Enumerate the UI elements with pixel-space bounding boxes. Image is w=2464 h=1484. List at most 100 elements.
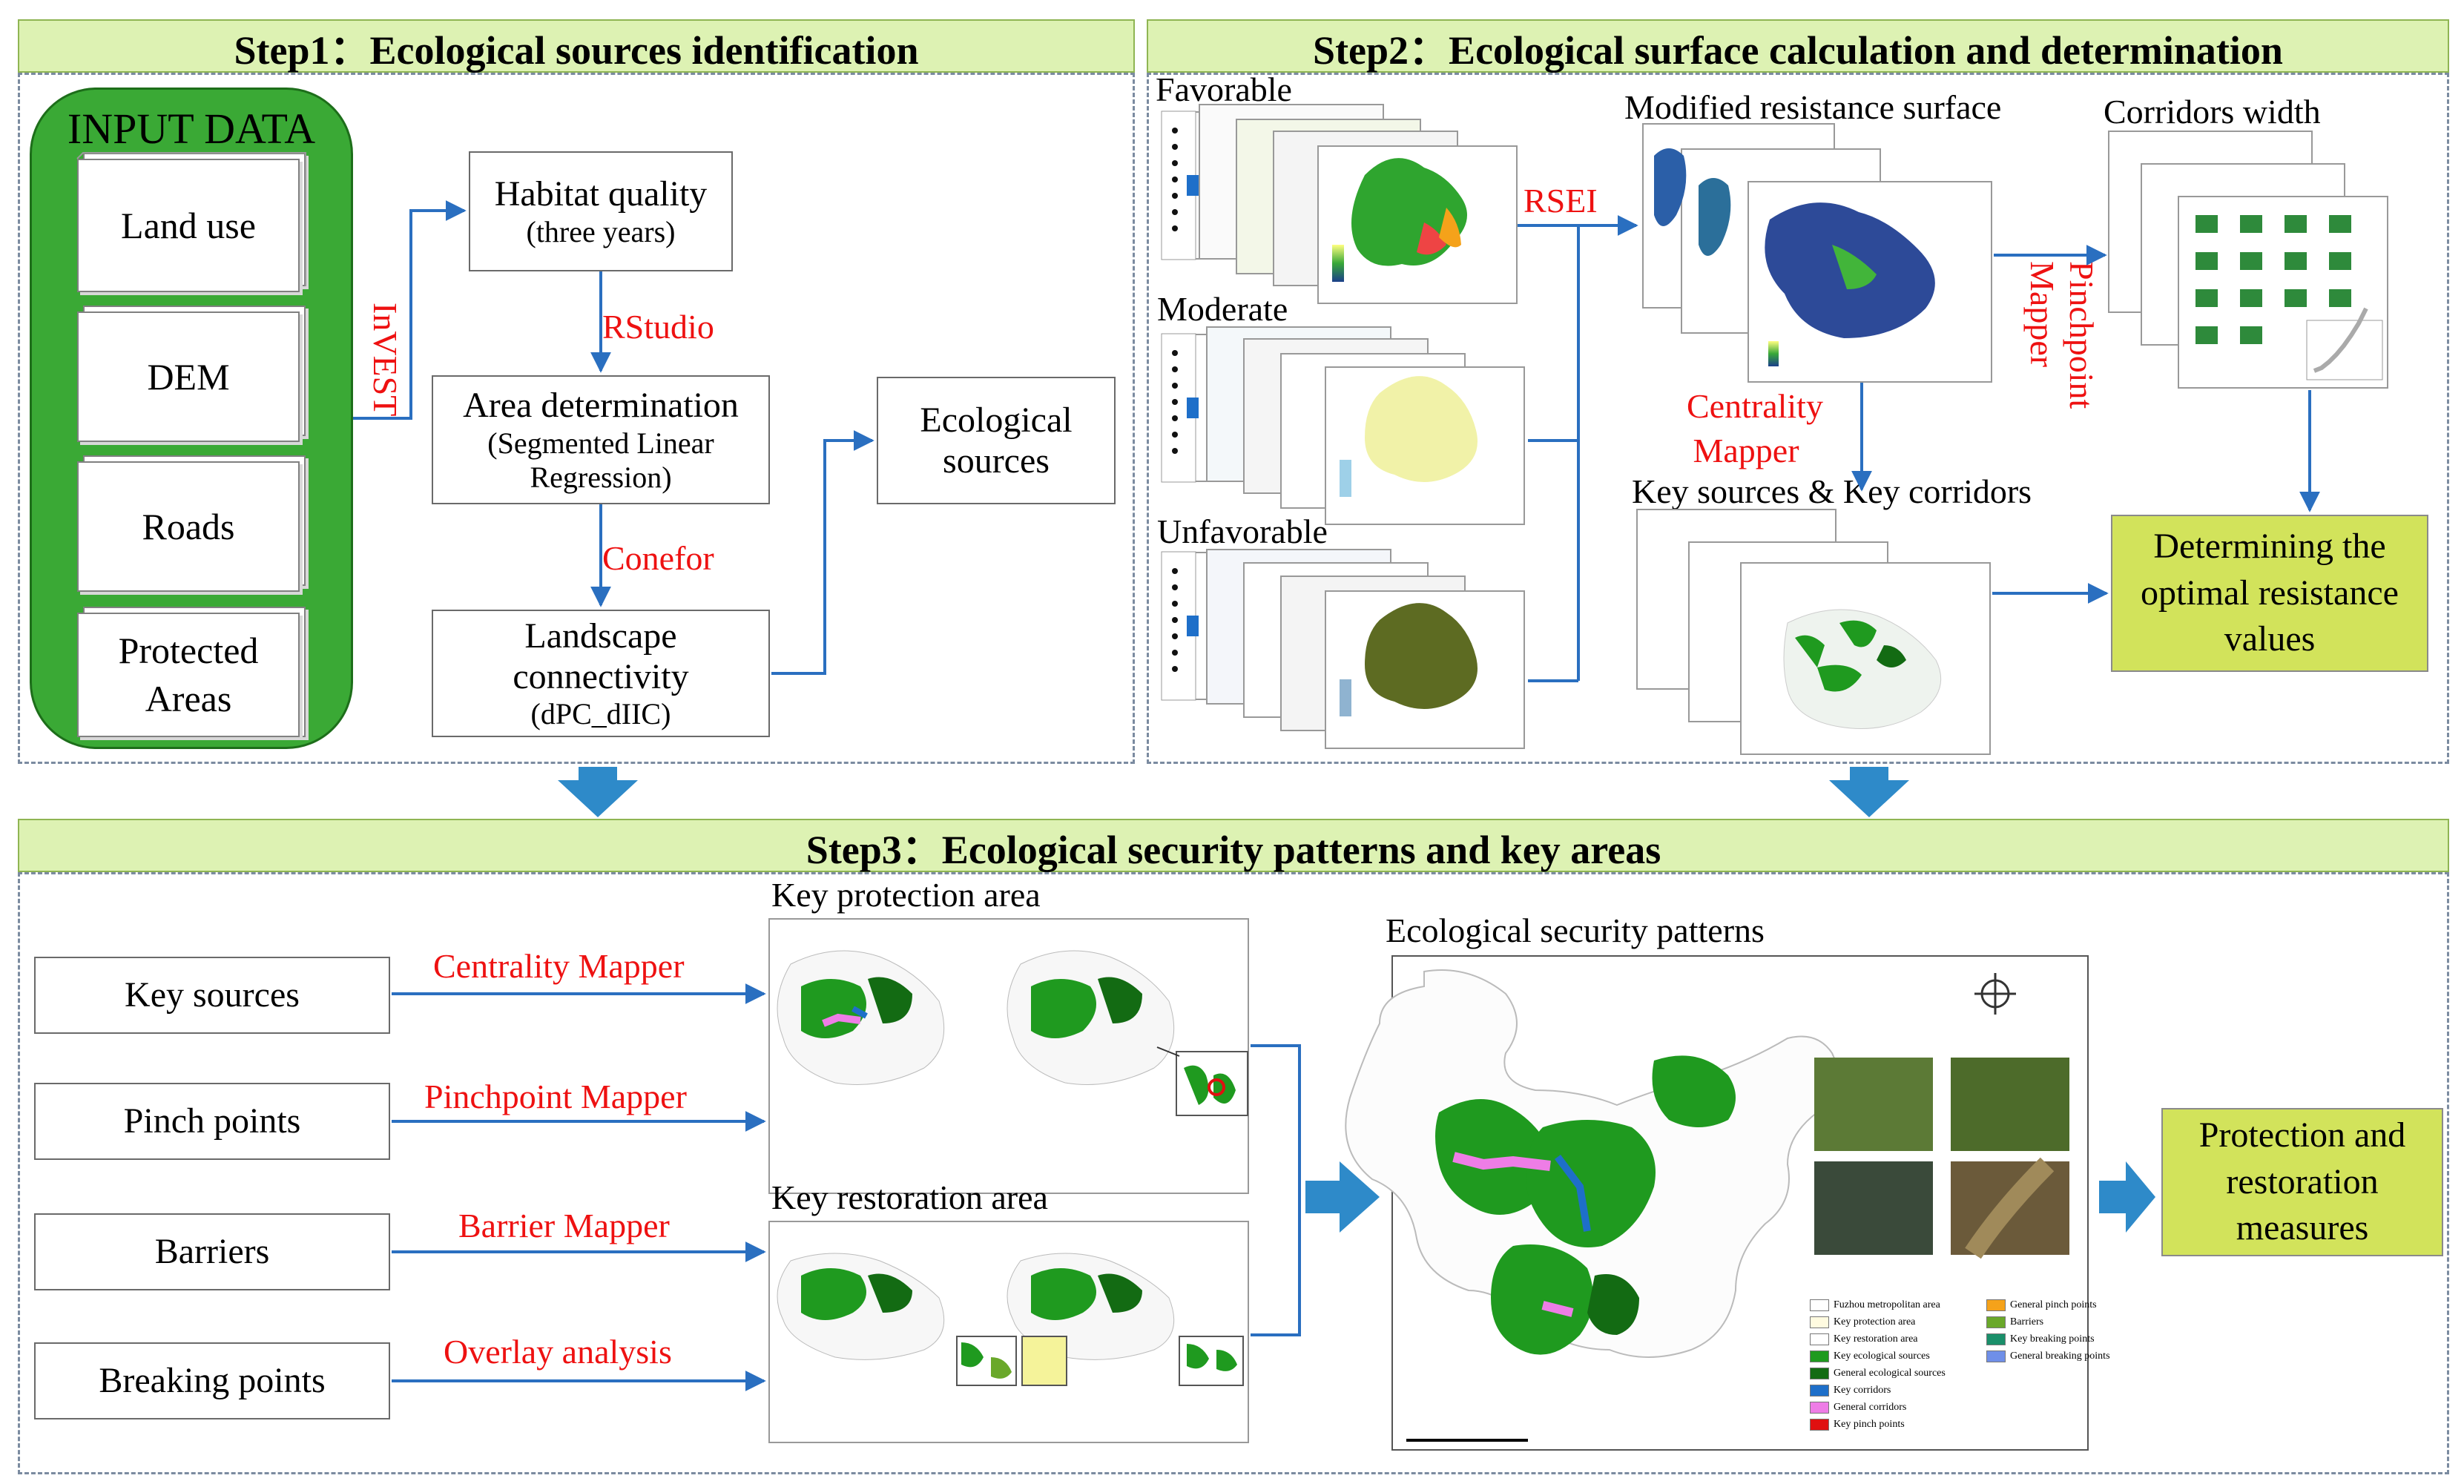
legend-label: General pinch points <box>2010 1299 2097 1310</box>
step1-connectors <box>353 200 874 675</box>
legend-label: Key restoration area <box>1834 1333 1918 1345</box>
tool-pinchpoint-mapper: Pinchpoint Mapper <box>2023 261 2101 409</box>
legend-item: Key pinch points <box>1810 1419 1905 1431</box>
legend-label: General breaking points <box>2010 1351 2110 1362</box>
legend-item: Key ecological sources <box>1810 1351 1930 1362</box>
legend-item: General breaking points <box>1986 1351 2110 1362</box>
legend-swatch <box>1810 1333 1829 1345</box>
key-restoration-map-detail <box>777 1253 1244 1386</box>
tool-pinchpoint-mapper-s3: Pinchpoint Mapper <box>424 1078 687 1115</box>
key-restoration-title: Key restoration area <box>771 1178 1048 1216</box>
legend-item: Key protection area <box>1810 1316 1915 1328</box>
legend-swatch <box>1810 1419 1829 1431</box>
key-map-detail <box>1783 609 1942 729</box>
legend-swatch <box>1986 1299 2006 1311</box>
legend-label: General corridors <box>1834 1402 1907 1413</box>
habitat-quality-box: Habitat quality (three years) <box>469 151 733 271</box>
big-down-arrows <box>558 767 1909 817</box>
step2-header: Step2：Ecological surface calculation and… <box>1147 19 2449 73</box>
step3-header: Step3：Ecological security patterns and k… <box>18 819 2449 872</box>
legend-label: General ecological sources <box>1834 1368 1946 1379</box>
legend-label: Key corridors <box>1834 1385 1891 1396</box>
breaking-points-box: Breaking points <box>34 1342 390 1419</box>
legend-swatch <box>1810 1351 1829 1362</box>
legend-item: Barriers <box>1986 1316 2043 1328</box>
legend-item: Fuzhou metropolitan area <box>1810 1299 1940 1311</box>
barriers-box: Barriers <box>34 1213 390 1290</box>
legend-item: General corridors <box>1810 1402 1906 1414</box>
input-stack-layers <box>76 152 306 286</box>
input-data-title: INPUT DATA <box>67 105 316 153</box>
scenario-moderate: Moderate <box>1157 290 1288 328</box>
corridors-width-title: Corridors width <box>2104 93 2321 131</box>
input-land-use: Land use <box>77 159 300 292</box>
legend-label: Key breaking points <box>2010 1333 2095 1345</box>
legend-swatch <box>1810 1299 1829 1311</box>
legend-label: Barriers <box>2010 1316 2044 1328</box>
landscape-connectivity-title: Landscape connectivity <box>513 616 689 696</box>
ecological-sources-box: Ecological sources <box>877 377 1116 504</box>
resistance-map-detail <box>1654 148 1935 366</box>
legend-swatch <box>1986 1351 2006 1362</box>
tool-invest: InVEST <box>366 303 404 417</box>
legend-item: Key restoration area <box>1810 1333 1918 1345</box>
big-right-arrows <box>1305 1161 2155 1233</box>
modified-resistance-title: Modified resistance surface <box>1624 88 2002 126</box>
legend-item: Key corridors <box>1810 1385 1891 1396</box>
key-protection-title: Key protection area <box>771 876 1041 914</box>
area-determination-box: Area determination (Segmented Linear Reg… <box>432 375 770 504</box>
step1-header: Step1：Ecological sources identification <box>18 19 1135 73</box>
landscape-connectivity-box: Landscape connectivity (dPC_dIIC) <box>432 610 770 737</box>
legend-label: Key protection area <box>1834 1316 1916 1328</box>
legend-label: Key ecological sources <box>1834 1351 1930 1362</box>
habitat-quality-sub: (three years) <box>526 214 676 248</box>
legend-swatch <box>1810 1402 1829 1414</box>
tool-centrality-mapper-s3: Centrality Mapper <box>433 947 685 985</box>
key-sources-box: Key sources <box>34 957 390 1034</box>
optimal-resistance-box: Determining the optimal resistance value… <box>2111 515 2428 672</box>
input-roads: Roads <box>77 461 300 592</box>
step1-panel <box>18 73 1135 764</box>
key-sources-corridors-title: Key sources & Key corridors <box>1632 472 2032 510</box>
step2-connectors <box>1518 215 2320 682</box>
legend-item: General pinch points <box>1986 1299 2097 1311</box>
legend-swatch <box>1810 1385 1829 1396</box>
habitat-quality-title: Habitat quality <box>494 174 708 214</box>
tool-rsei: RSEI <box>1523 182 1598 220</box>
input-dem: DEM <box>77 311 300 442</box>
area-determination-title: Area determination <box>463 386 739 426</box>
key-protection-map-detail <box>777 950 1248 1116</box>
unfavorable-map-detail <box>1161 551 1478 716</box>
input-protected-areas: Protected Areas <box>77 613 300 737</box>
legend-item: General ecological sources <box>1810 1368 1946 1379</box>
step2-panel <box>1147 73 2449 764</box>
tool-barrier-mapper-s3: Barrier Mapper <box>458 1207 670 1244</box>
legend-label: Key pinch points <box>1834 1419 1905 1430</box>
esp-title: Ecological security patterns <box>1386 911 1765 949</box>
scenario-favorable: Favorable <box>1156 70 1292 108</box>
favorable-map-detail <box>1161 111 1467 282</box>
legend-swatch <box>1986 1333 2006 1345</box>
ecological-sources-label: Ecological sources <box>920 400 1073 481</box>
tool-conefor: Conefor <box>602 539 714 577</box>
legend-item: Key breaking points <box>1986 1333 2095 1345</box>
area-determination-sub: (Segmented Linear Regression) <box>487 426 714 494</box>
pinch-points-box: Pinch points <box>34 1083 390 1160</box>
esp-map-detail <box>1345 969 2069 1442</box>
tool-centrality-mapper: Centrality Mapper <box>1687 387 1823 469</box>
protection-measures-box: Protection and restoration measures <box>2161 1108 2443 1256</box>
corridors-map-detail <box>2195 215 2383 380</box>
step3-panel <box>18 872 2449 1474</box>
legend-swatch <box>1810 1368 1829 1379</box>
legend-swatch <box>1986 1316 2006 1328</box>
tool-rstudio: RStudio <box>602 308 714 346</box>
step3-connectors <box>392 983 1301 1391</box>
landscape-connectivity-sub: (dPC_dIIC) <box>530 697 671 731</box>
scenario-unfavorable: Unfavorable <box>1157 512 1328 550</box>
legend-swatch <box>1810 1316 1829 1328</box>
tool-overlay-analysis-s3: Overlay analysis <box>444 1333 672 1371</box>
legend-label: Fuzhou metropolitan area <box>1834 1299 1940 1310</box>
moderate-map-detail <box>1161 333 1478 497</box>
